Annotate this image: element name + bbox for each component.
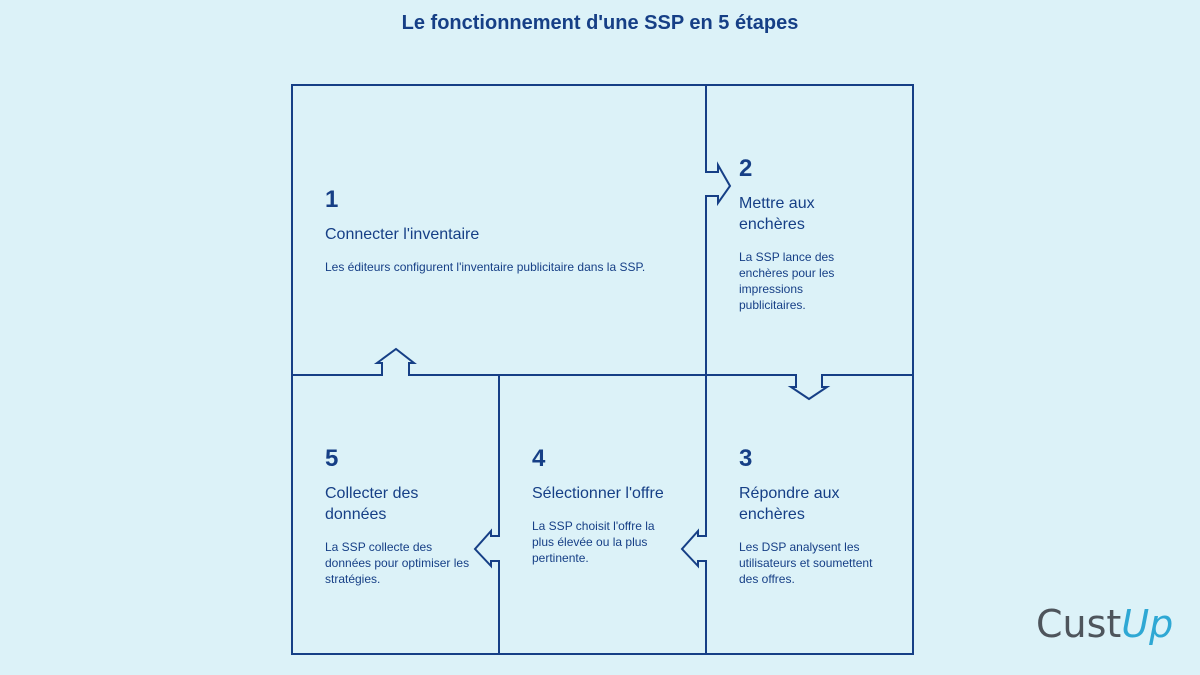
step-1-description: Les éditeurs configurent l'inventaire pu…	[325, 260, 646, 274]
step-5-cell: 5 Collecter des données La SSP collecte …	[325, 445, 473, 587]
step-1-number: 1	[325, 186, 339, 213]
step-3-cell: 3 Répondre aux enchères Les DSP analysen…	[739, 445, 879, 587]
separator-3-4	[680, 375, 707, 654]
grid-outer-border	[291, 84, 914, 655]
step-3-title: Répondre aux enchères	[739, 485, 840, 523]
logo-text-up: Up	[1121, 602, 1174, 646]
step-4-title: Sélectionner l'offre	[532, 485, 664, 502]
diagram-title: Le fonctionnement d'une SSP en 5 étapes	[401, 12, 799, 34]
step-2-number: 2	[739, 155, 753, 182]
step-2-cell: 2 Mettre aux enchères La SSP lance des e…	[739, 155, 851, 313]
separator-2-3	[706, 374, 913, 401]
separator-1-5	[292, 347, 706, 376]
step-5-description: La SSP collecte des données pour optimis…	[325, 540, 470, 586]
separator-4-5	[473, 375, 500, 654]
step-4-description: La SSP choisit l'offre la plus élevée ou…	[532, 519, 655, 565]
step-4-cell: 4 Sélectionner l'offre La SSP choisit l'…	[532, 445, 672, 566]
step-1-cell: 1 Connecter l'inventaire Les éditeurs co…	[325, 186, 685, 275]
step-5-number: 5	[325, 445, 339, 472]
separator-1-2	[705, 85, 732, 375]
step-2-description: La SSP lance des enchères pour les impre…	[739, 250, 835, 312]
step-4-number: 4	[532, 445, 546, 472]
step-3-number: 3	[739, 445, 753, 472]
step-2-title: Mettre aux enchères	[739, 195, 815, 233]
step-5-title: Collecter des données	[325, 485, 419, 523]
step-3-description: Les DSP analysent les utilisateurs et so…	[739, 540, 873, 586]
step-1-title: Connecter l'inventaire	[325, 226, 480, 243]
custup-logo: CustUp	[1036, 602, 1173, 646]
logo-text-cust: Cust	[1036, 602, 1122, 646]
